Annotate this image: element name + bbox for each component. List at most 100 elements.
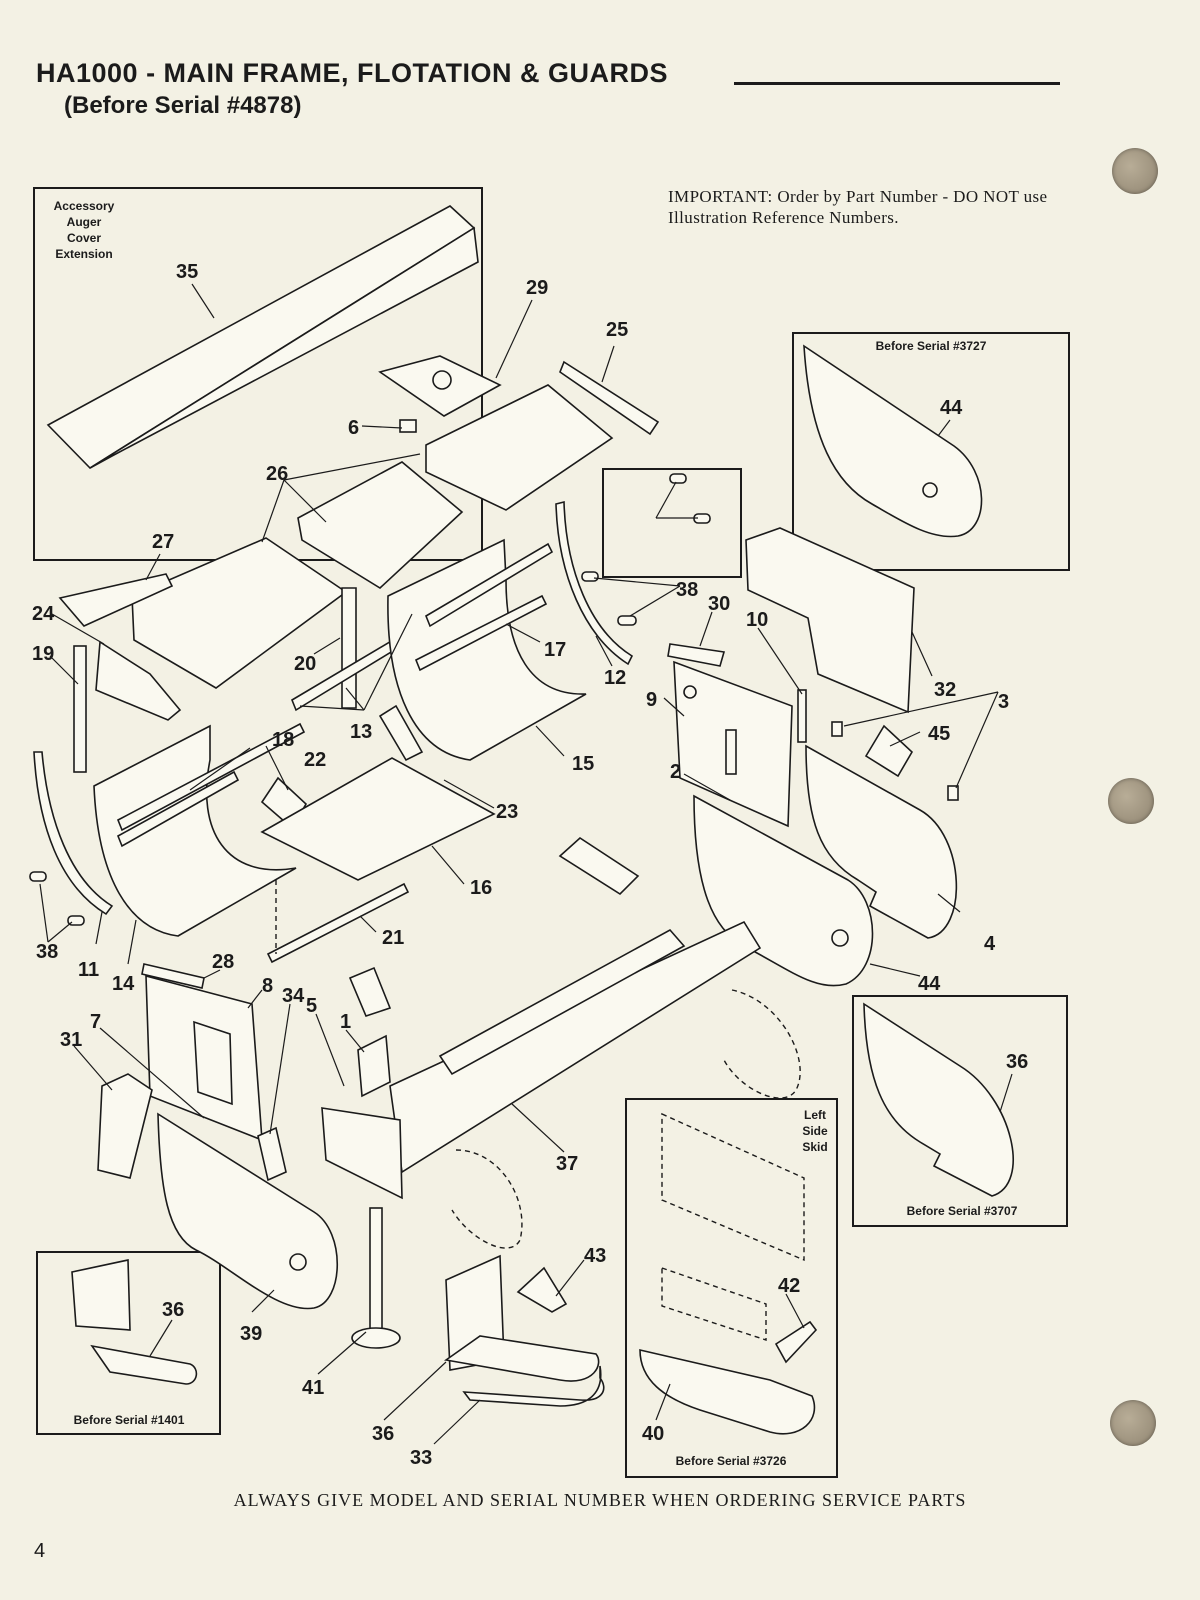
callout-32: 32 [934, 679, 956, 701]
callout-40-main: 44 [918, 973, 941, 995]
part-11-curved-strip [33, 751, 114, 916]
part-28-strip [141, 963, 205, 989]
left-side-skid-label-2: Side [802, 1124, 828, 1138]
callout-3: 3 [998, 691, 1009, 713]
callout-24: 24 [32, 603, 55, 625]
part-29-hole [432, 370, 452, 390]
callout-33: 43 [584, 1245, 606, 1267]
callout-2-right: 2 [670, 761, 681, 783]
part-30-plate [667, 643, 726, 667]
part-25-bracket [559, 360, 660, 436]
part-31-cover [97, 1073, 153, 1179]
callout-10: 10 [746, 609, 768, 631]
part-17-angle [414, 594, 548, 672]
callout-37: 41 [302, 1377, 324, 1399]
part-23-gusset [378, 704, 424, 762]
callout-41-inset-3707: 36 [1006, 1051, 1028, 1073]
part-12-curved-strip [555, 500, 634, 666]
part-38-pin-c [29, 871, 47, 882]
frame-support-upper [558, 836, 640, 896]
footer-note: ALWAYS GIVE MODEL AND SERIAL NUMBER WHEN… [233, 1490, 967, 1510]
part-4-pin-a [669, 473, 687, 484]
serial-3707-label: Before Serial #3707 [907, 1204, 1018, 1218]
callout-26: 26 [266, 463, 288, 485]
left-side-skid-label-3: Skid [802, 1140, 827, 1154]
callout-8: 8 [262, 975, 273, 997]
callout-30: 30 [708, 593, 730, 615]
callout-38-top: 38 [676, 579, 698, 601]
part-39-main-beam [389, 920, 762, 1174]
callout-43: 42 [778, 1275, 800, 1297]
callout-41-inset-1401: 36 [162, 1299, 184, 1321]
callout-12: 12 [604, 667, 626, 689]
callout-35: 35 [176, 261, 198, 283]
callout-2-left: 7 [90, 1011, 101, 1033]
part-1-bracket [357, 1034, 391, 1098]
callout-19: 19 [32, 643, 54, 665]
part-13-angle-upper [425, 542, 554, 628]
callout-14: 14 [112, 973, 135, 995]
dashed-chain-right [723, 989, 801, 1099]
part-10-strip [797, 689, 807, 743]
part-38-pin-a [581, 571, 599, 582]
accessory-label-4: Extension [55, 247, 112, 261]
part-41-skid-runner [443, 1335, 600, 1382]
callout-13: 13 [350, 721, 372, 743]
part-24-bracket [95, 640, 182, 721]
part-26-cover-left [131, 537, 348, 689]
part-45-bracket [864, 724, 914, 778]
callout-41-main: 36 [372, 1423, 394, 1445]
inset-serial-1401-box [36, 1251, 221, 1435]
accessory-label-1: Accessory [54, 199, 115, 213]
part-3-clip-b [947, 785, 959, 801]
callout-38-left: 38 [36, 941, 58, 963]
skid-inset-dashed-frame [661, 1112, 805, 1262]
binder-hole-top [1112, 148, 1158, 194]
callout-28: 28 [212, 951, 234, 973]
callout-9: 9 [646, 689, 657, 711]
part-40-inset-hole [922, 482, 938, 498]
part-21-bar [266, 882, 410, 964]
part-6-clip [399, 419, 417, 433]
callout-20: 20 [294, 653, 316, 675]
part-9-hole [683, 685, 697, 699]
part-37-stand-tube [369, 1207, 383, 1333]
callout-31: 31 [60, 1029, 82, 1051]
part-16-floor-panel [260, 757, 496, 881]
part-19-strip [73, 645, 87, 773]
callout-44: 4 [984, 933, 996, 955]
callout-29: 29 [526, 277, 548, 299]
part-26-cover-middle [297, 461, 464, 589]
part-32-guard [745, 527, 915, 714]
part-38-pin-b [617, 615, 637, 626]
callout-39: 37 [556, 1153, 578, 1175]
callout-11: 11 [78, 959, 99, 981]
left-side-skid-label-1: Left [804, 1108, 826, 1122]
frame-cross-tube [438, 928, 686, 1076]
accessory-label-3: Cover [67, 231, 101, 245]
part-40-hole [831, 929, 849, 947]
callout-36: 33 [410, 1447, 432, 1469]
dashed-chain-left [451, 1149, 523, 1249]
page-subtitle: (Before Serial #4878) [64, 92, 302, 119]
frame-end-plate [321, 1107, 403, 1200]
inset-part-4-box [602, 468, 742, 578]
callout-25: 25 [606, 319, 628, 341]
serial-3727-label: Before Serial #3727 [876, 339, 987, 353]
callout-27: 27 [152, 531, 174, 553]
callout-23: 23 [496, 801, 518, 823]
skid-inset-dashed-block [661, 1267, 767, 1341]
page-number: 4 [34, 1540, 46, 1562]
callout-6: 6 [348, 417, 359, 439]
accessory-label-2: Auger [67, 215, 102, 229]
part-44-shield [805, 744, 958, 939]
callout-17: 17 [544, 639, 566, 661]
part-18-angle-lower [116, 770, 240, 848]
part-41-inset-shield [863, 1002, 1014, 1197]
page-title: HA1000 - MAIN FRAME, FLOTATION & GUARDS [36, 58, 669, 88]
part-41-inset-1401-runner [90, 1344, 198, 1385]
callout-42: 40 [642, 1423, 664, 1445]
inset-serial-3707-box [852, 995, 1068, 1227]
